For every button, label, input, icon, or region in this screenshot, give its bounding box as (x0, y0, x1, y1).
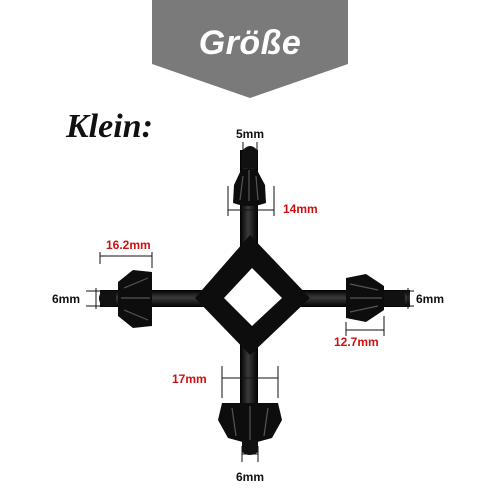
size-label: Klein: (66, 108, 153, 145)
banner (152, 0, 348, 98)
dim-left-collar: 16.2mm (106, 238, 151, 252)
banner-title: Größe (198, 24, 302, 62)
dim-left-tip: 6mm (52, 292, 81, 306)
left-collar-ridges (121, 277, 150, 321)
dim-right-collar: 12.7mm (334, 335, 379, 349)
dim-top-tip: 5mm (236, 127, 265, 141)
dim-bottom-collar: 17mm (172, 372, 207, 386)
right-collar-ridges (349, 283, 382, 313)
top-collar-ridges (239, 170, 259, 201)
bottom-tip (242, 440, 258, 455)
square-hole (224, 268, 282, 326)
dim-top-collar: 14mm (283, 202, 318, 216)
dimension-lines (86, 142, 414, 462)
dim-bottom-tip: 6mm (236, 470, 265, 484)
bottom-shaft (240, 330, 258, 420)
left-collar (118, 270, 152, 328)
right-tip (384, 291, 405, 306)
top-tip (243, 146, 257, 168)
left-tip (99, 291, 116, 306)
bottom-collar-ridges (231, 406, 269, 442)
banner-shape (152, 0, 348, 98)
dim-right-tip: 6mm (416, 292, 445, 306)
